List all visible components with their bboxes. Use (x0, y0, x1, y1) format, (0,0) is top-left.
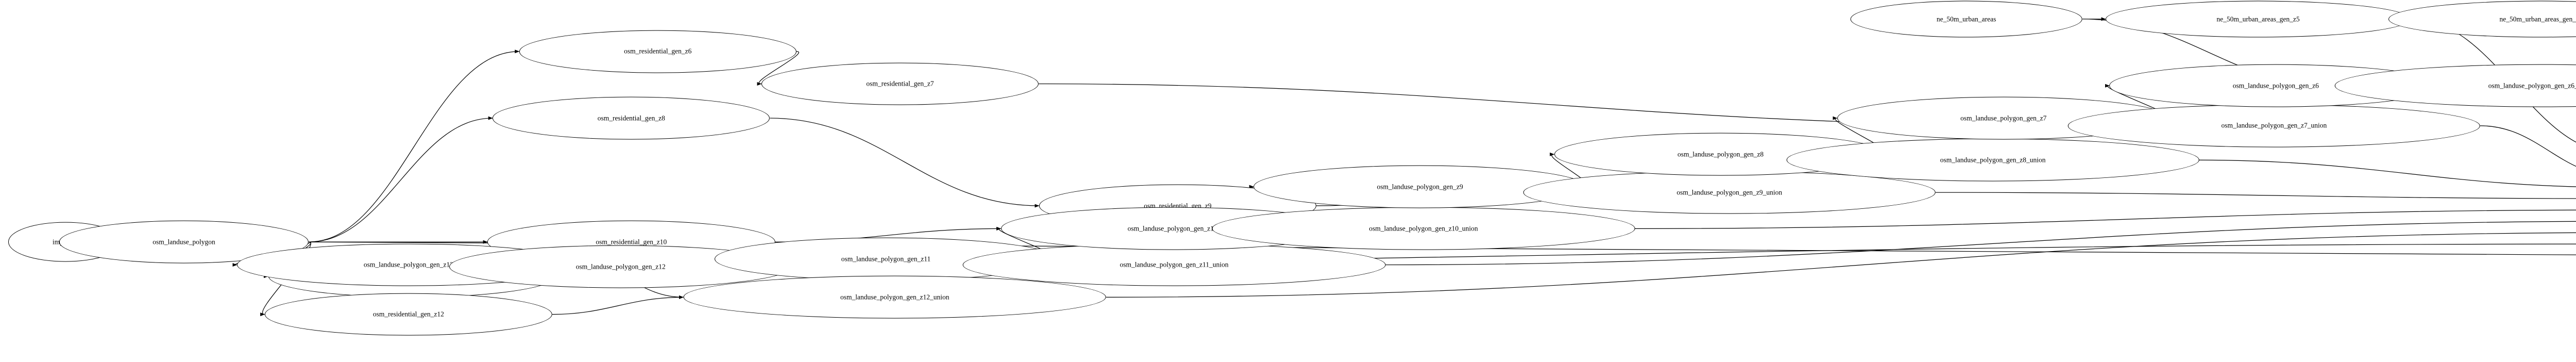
graph-node-osm_landuse_polygon_gen_z12_union[interactable]: osm_landuse_polygon_gen_z12_union (683, 276, 1107, 319)
graph-edge-osm_residential_gen_z12-to-osm_landuse_polygon_gen_z12_union (552, 295, 684, 315)
graph-node-osm_residential_gen_z12[interactable]: osm_residential_gen_z12 (264, 293, 553, 336)
graph-node-osm_landuse_polygon_gen_z11_union[interactable]: osm_landuse_polygon_gen_z11_union (962, 243, 1386, 286)
graph-edge-osm_landuse_polygon_gen_z7_union-to-layer_landuse-z7 (2480, 125, 2576, 167)
graph-edge-osm_landuse_polygon_gen_z9_union-to-layer_landuse-z9 (1936, 192, 2576, 199)
graph-node-osm_landuse_polygon_gen_z9_union[interactable]: osm_landuse_polygon_gen_z9_union (1523, 171, 1936, 214)
graph-node-osm_landuse_polygon_gen_z8_union[interactable]: osm_landuse_polygon_gen_z8_union (1786, 138, 2199, 182)
graph-edge-osm_landuse_polygon_gen_z8_union-to-layer_landuse-z8 (2199, 159, 2576, 187)
graph-edge-osm_residential_gen_z6-to-osm_residential_gen_z7 (757, 51, 799, 86)
graph-node-osm_landuse_polygon_gen_z10_union[interactable]: osm_landuse_polygon_gen_z10_union (1212, 207, 1635, 250)
graph-node-osm_residential_gen_z7[interactable]: osm_residential_gen_z7 (761, 62, 1039, 105)
graph-node-osm_residential_gen_z6[interactable]: osm_residential_gen_z6 (519, 30, 796, 73)
graph-edge-osm_landuse_polygon_gen_z10_union-to-layer_landuse-z10 (1635, 209, 2576, 229)
graph-node-osm_residential_gen_z8[interactable]: osm_residential_gen_z8 (493, 96, 770, 140)
graph-edge-osm_landuse_polygon_gen_z11_union-to-layer_landuse-z11 (1385, 221, 2576, 266)
graph-node-ne_50m_urban_areas[interactable]: ne_50m_urban_areas (1850, 1, 2083, 38)
graph-edge-osm_landuse_polygon_gen_z12_union-to-layer_landuse-z12 (1106, 232, 2576, 298)
graph-edge-osm_landuse_polygon-to-osm_residential_gen_z6 (309, 50, 520, 242)
graph-node-osm_landuse_polygon_gen_z7_union[interactable]: osm_landuse_polygon_gen_z7_union (2067, 104, 2481, 147)
graph-node-ne_50m_urban_areas_gen_z5[interactable]: ne_50m_urban_areas_gen_z5 (2105, 1, 2411, 38)
graph-edge-osm_residential_gen_z8-to-osm_residential_gen_z9 (770, 118, 1040, 208)
graph-edge-osm_landuse_polygon-to-osm_residential_gen_z8 (309, 116, 493, 242)
